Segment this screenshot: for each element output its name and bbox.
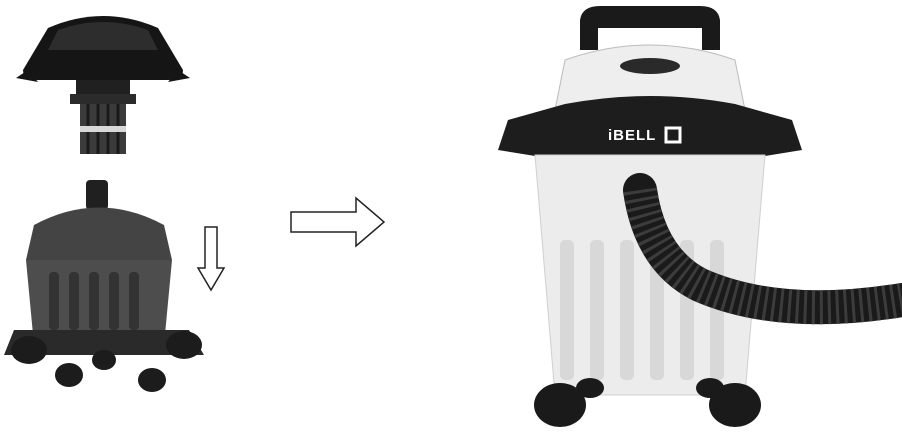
down-arrow bbox=[196, 226, 226, 292]
brand-label: iBELL bbox=[608, 127, 656, 144]
right-arrow bbox=[290, 196, 386, 248]
motor-head-icon bbox=[8, 8, 198, 158]
drum-base-icon bbox=[4, 180, 214, 395]
wet-dry-vacuum-icon: iBELL bbox=[490, 0, 902, 439]
